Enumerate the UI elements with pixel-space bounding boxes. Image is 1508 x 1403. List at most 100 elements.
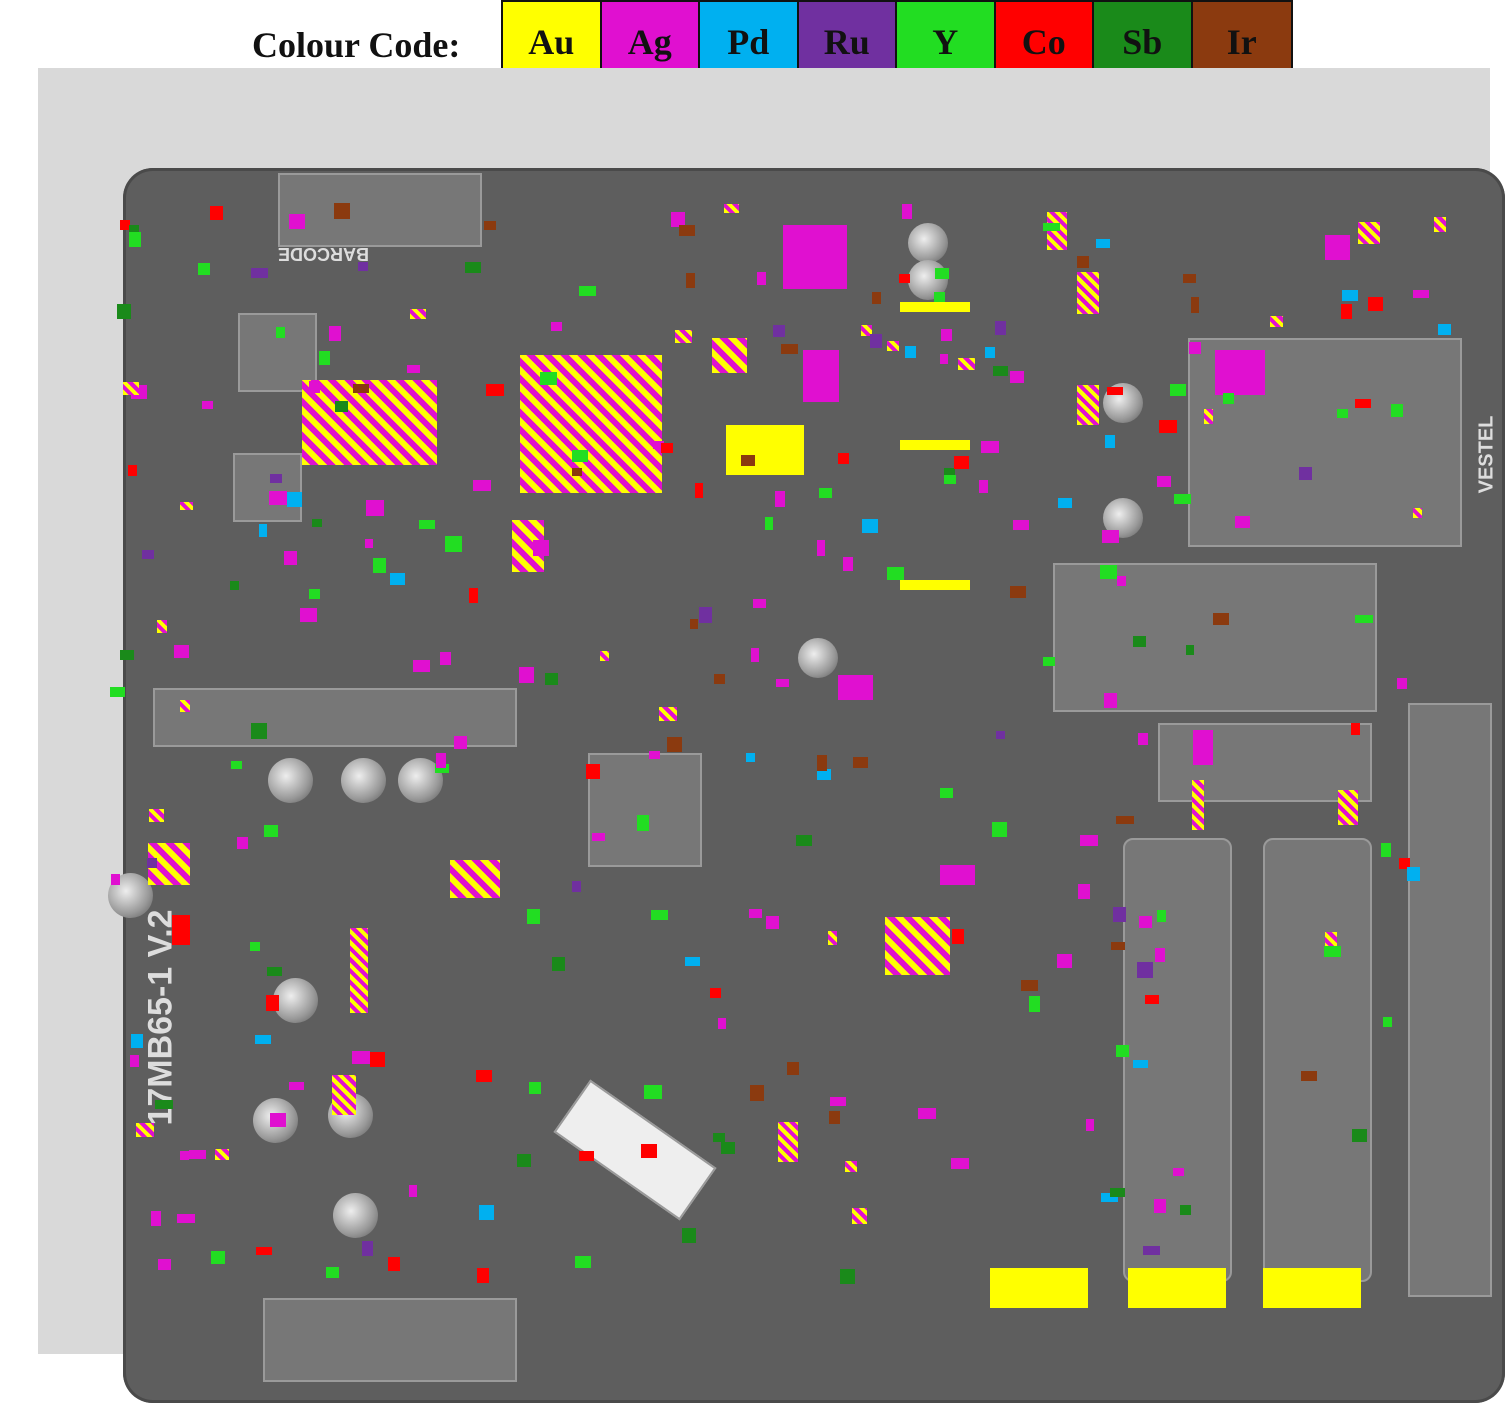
marker-ag — [670, 212, 685, 227]
marker-co — [209, 205, 224, 220]
marker-sb — [155, 1099, 173, 1110]
marker-au-ag — [409, 309, 427, 320]
marker-ag — [775, 678, 790, 687]
marker-pd — [389, 572, 405, 586]
brand-label: VESTEL — [1475, 415, 1498, 494]
marker-au-ag — [851, 1208, 868, 1225]
marker-pd — [746, 752, 755, 762]
marker-co — [255, 1246, 273, 1255]
marker-au-ag — [149, 808, 165, 823]
barcode-label: BARCODE — [278, 244, 370, 264]
marker-y — [309, 589, 320, 600]
marker-ag — [111, 873, 121, 886]
scart-connector — [1263, 838, 1372, 1282]
marker-pd — [684, 956, 701, 966]
marker-au-ag — [332, 1075, 356, 1115]
marker-ag — [1101, 529, 1119, 543]
marker-sb — [464, 262, 481, 273]
marker-ir — [780, 344, 798, 355]
marker-sb — [250, 723, 268, 740]
marker-sb — [796, 835, 812, 846]
marker-y — [1029, 996, 1040, 1012]
marker-ru — [1137, 961, 1154, 978]
marker-sb — [1185, 645, 1195, 655]
marker-ag — [454, 736, 468, 749]
marker-au-ag — [122, 382, 139, 396]
marker-ag — [1137, 732, 1148, 745]
marker-au-ag — [844, 1160, 858, 1172]
marker-sb — [267, 967, 282, 976]
marker-ag — [1172, 1167, 1184, 1177]
marker-au — [900, 580, 970, 590]
pin-header — [153, 688, 517, 747]
marker-ag — [979, 479, 989, 494]
marker-au-ag — [1433, 216, 1447, 233]
marker-y — [933, 292, 946, 302]
marker-ag — [717, 1017, 727, 1029]
marker-y — [886, 567, 904, 580]
marker-sb — [128, 225, 140, 238]
marker-au-ag — [724, 203, 739, 213]
marker-au-ag — [1358, 222, 1380, 244]
marker-ag — [766, 916, 780, 930]
marker-y — [1169, 383, 1186, 397]
marker-ir — [786, 1062, 799, 1075]
marker-pd — [255, 1035, 272, 1045]
marker-ag — [173, 645, 189, 659]
marker-ag — [648, 750, 661, 759]
marker-y — [643, 1084, 662, 1100]
marker-y — [372, 558, 386, 574]
marker-au-ag — [302, 380, 437, 465]
marker-au-ag — [1204, 409, 1213, 424]
marker-ag — [157, 1259, 171, 1270]
marker-y — [540, 372, 558, 385]
marker-sb — [229, 580, 239, 590]
marker-ru — [995, 730, 1005, 739]
marker-ag — [941, 329, 953, 341]
marker-ag — [838, 675, 873, 700]
marker-sb — [712, 1133, 726, 1142]
marker-ag — [1189, 342, 1201, 354]
capacitor — [268, 758, 313, 803]
marker-ag — [179, 1151, 189, 1161]
marker-au-ag — [1338, 790, 1358, 825]
marker-au-ag — [1077, 385, 1099, 425]
marker-ag — [188, 1149, 207, 1160]
marker-pd — [1105, 435, 1115, 449]
marker-y — [1115, 1045, 1129, 1057]
marker-ru — [572, 880, 582, 893]
marker-ir — [333, 203, 351, 220]
marker-ag — [1222, 382, 1232, 391]
capacitor — [798, 638, 838, 678]
marker-ag — [1325, 235, 1350, 260]
marker-ir — [689, 619, 698, 629]
marker-ru — [269, 473, 283, 483]
marker-y — [940, 788, 953, 799]
marker-co — [1350, 723, 1360, 735]
marker-ir — [1116, 815, 1134, 824]
marker-ag — [473, 479, 491, 492]
marker-ag — [412, 659, 430, 673]
marker-co — [388, 1257, 400, 1272]
marker-y — [211, 1250, 225, 1264]
marker-sb — [840, 1269, 855, 1284]
marker-pd — [862, 519, 879, 534]
marker-ag — [150, 1211, 162, 1226]
marker-ag — [533, 539, 550, 556]
marker-ir — [713, 674, 725, 685]
marker-pd — [1407, 867, 1420, 881]
marker-sb — [120, 650, 134, 661]
marker-au-ag — [827, 930, 837, 945]
marker-ag — [409, 1184, 418, 1198]
marker-ag — [1153, 1198, 1166, 1214]
marker-y — [934, 267, 950, 279]
capacitor — [341, 758, 386, 803]
marker-au-ag — [659, 707, 677, 722]
marker-ir — [1183, 273, 1196, 284]
marker-co — [1107, 386, 1123, 395]
marker-au-ag — [957, 358, 975, 371]
marker-ag — [268, 491, 287, 505]
marker-co — [1144, 995, 1160, 1005]
marker-pd — [131, 1033, 144, 1049]
